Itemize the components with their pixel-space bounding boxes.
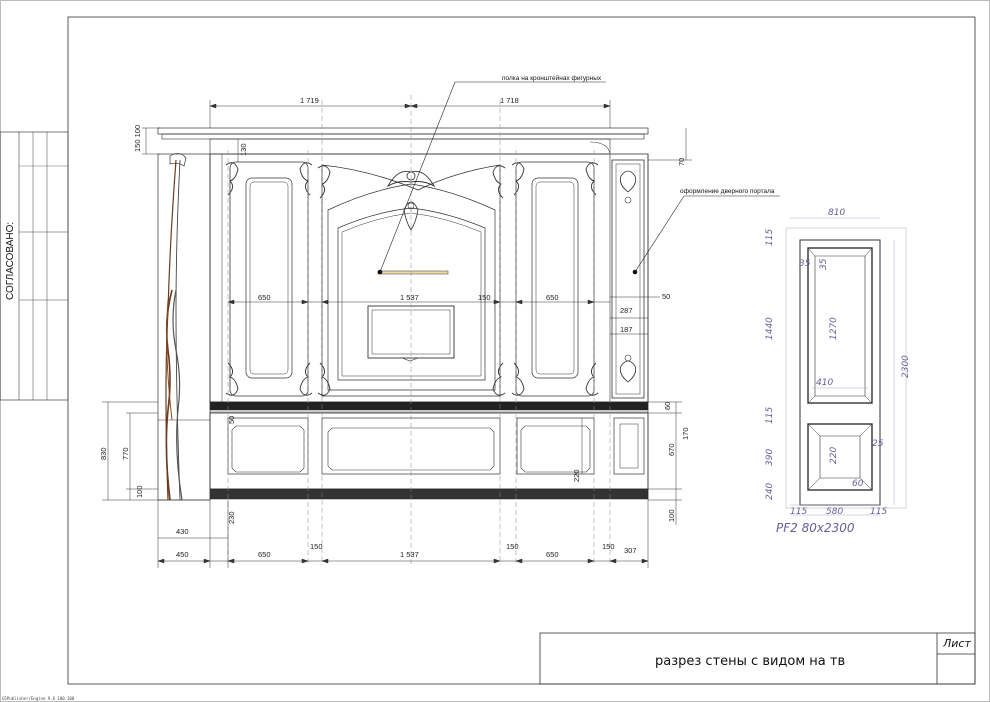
- chair-rail: [209, 401, 649, 411]
- dim-panel-right: 650: [546, 293, 559, 302]
- door-dim-inner-h: 1270: [829, 317, 839, 340]
- door-dim-top-rail: 115: [765, 229, 775, 246]
- dim-left-770: 770: [121, 447, 130, 460]
- door-dim-width: 810: [828, 208, 845, 218]
- wall-elevation: [157, 95, 649, 565]
- dim-cornice: 150 100: [133, 125, 142, 152]
- software-footer: G5Publisher/Engine 9.6 100.100: [2, 696, 75, 701]
- door-dim-inner-w: 410: [816, 378, 833, 388]
- dim-r-60: 60: [663, 402, 672, 410]
- dim-b-430: 430: [176, 527, 189, 536]
- door-panel-detail: [785, 217, 907, 516]
- dim-right-top: 70: [677, 158, 686, 166]
- dim-r-170: 170: [681, 427, 690, 440]
- note-portal: оформление дверного портала: [680, 188, 775, 195]
- door-dim-mid-rail: 115: [765, 407, 775, 424]
- left-upper-panel: [225, 161, 313, 397]
- door-dim-right-stile: 115: [870, 507, 887, 517]
- dim-b-150a: 150: [310, 542, 323, 551]
- door-dim-corner-a: 35: [799, 259, 811, 269]
- door-dim-lower-inner-h: 220: [829, 447, 839, 464]
- door-panel-name: PF2 80x2300: [776, 521, 855, 535]
- door-dim-bottom-rail: 240: [765, 483, 775, 500]
- center-upper-panel: [317, 164, 506, 397]
- sheet-label: Лист: [942, 637, 971, 650]
- dim-right-50: 50: [662, 292, 670, 301]
- cornice-top: [157, 127, 649, 135]
- dim-b-307: 307: [624, 546, 637, 555]
- dimensions: [102, 81, 780, 568]
- door-dim-bottom-w: 580: [826, 507, 843, 517]
- drawing-title: разрез стены с видом на тв: [655, 654, 845, 669]
- dim-right-287: 287: [620, 306, 633, 315]
- door-dim-bottom-offset: 60: [852, 479, 864, 489]
- dim-panel-left: 650: [258, 293, 271, 302]
- door-dim-outer-h: 1440: [765, 317, 775, 340]
- approval-table: СОГЛАСОВАНО:: [0, 131, 69, 401]
- shelf: [377, 270, 449, 275]
- door-dim-height: 2300: [901, 355, 911, 378]
- cornice-frieze: [209, 138, 611, 155]
- dim-r-670: 670: [667, 443, 676, 456]
- dim-top-right: 1 718: [500, 96, 519, 105]
- axis-lines: [227, 95, 611, 565]
- door-dim-corner-b: 35: [819, 258, 829, 270]
- dim-b-1537: 1 537: [400, 550, 419, 559]
- door-dim-lower-corner: 25: [872, 439, 884, 449]
- dim-b-450: 450: [176, 550, 189, 559]
- dim-gap-150: 150: [478, 293, 491, 302]
- dim-top-left: 1 719: [300, 96, 319, 105]
- dim-low-220: 220: [572, 469, 581, 482]
- cornice-mid: [161, 133, 645, 140]
- dim-b-230: 230: [227, 511, 236, 524]
- upper-wall: [209, 153, 649, 403]
- inner-frame: [67, 16, 976, 685]
- note-shelf: полка на кронштейнах фигурных: [502, 74, 602, 82]
- dim-r-100: 100: [667, 509, 676, 522]
- crest-ornament: [386, 170, 436, 188]
- door-dim-lower-h: 390: [765, 449, 775, 466]
- dim-b-150c: 150: [602, 542, 615, 551]
- dim-top-gap: 130: [239, 143, 248, 156]
- dim-b-150b: 150: [506, 542, 519, 551]
- approval-label: СОГЛАСОВАНО:: [5, 222, 16, 300]
- title-block: разрез стены с видом на тв Лист: [539, 632, 976, 685]
- right-upper-panel: [511, 161, 599, 397]
- dim-low-50: 50: [227, 416, 236, 424]
- dim-left-100: 100: [135, 485, 144, 498]
- door-portal-pilaster: [611, 159, 645, 399]
- skirting: [209, 488, 649, 500]
- door-dim-left-stile: 115: [790, 507, 807, 517]
- dim-center: 1 537: [400, 293, 419, 302]
- curtain: [165, 153, 187, 501]
- dim-b-650a: 650: [258, 550, 271, 559]
- dim-right-187: 187: [620, 325, 633, 334]
- dim-left-830: 830: [99, 447, 108, 460]
- dim-b-650b: 650: [546, 550, 559, 559]
- lower-wainscot: [209, 412, 649, 490]
